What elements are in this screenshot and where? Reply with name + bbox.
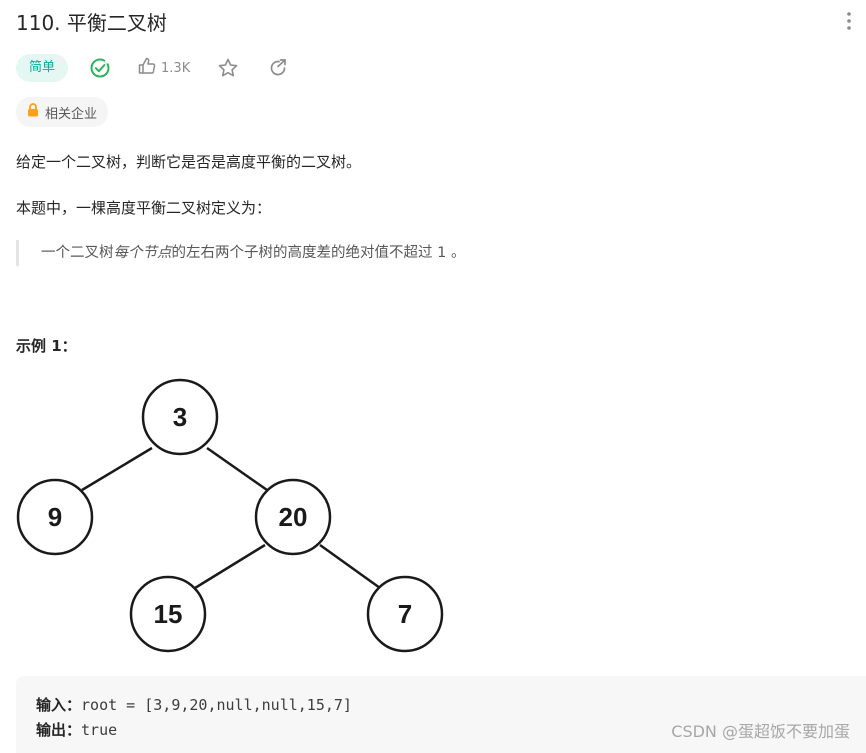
title-row: 110. 平衡二叉树	[16, 6, 866, 40]
star-icon[interactable]	[217, 57, 239, 79]
output-label: 输出：	[36, 721, 82, 739]
definition-quote: 一个二叉树每个节点的左右两个子树的高度差的绝对值不超过 1 。	[16, 240, 465, 266]
thumbs-up-icon	[137, 56, 157, 80]
watermark: CSDN @蛋超饭不要加蛋	[671, 722, 850, 741]
tree-node-label: 20	[279, 502, 308, 532]
description-paragraph-1: 给定一个二叉树，判断它是否是高度平衡的二叉树。	[16, 153, 362, 171]
output-line: 输出：true	[36, 719, 117, 741]
tree-node-circle-3	[141, 378, 219, 456]
company-tag[interactable]: 相关企业	[16, 97, 109, 127]
company-tag-label: 相关企业	[45, 106, 98, 122]
input-line: 输入：root = [3,9,20,null,null,15,7]	[36, 694, 352, 716]
tree-edge-3-20	[206, 446, 268, 492]
more-options-icon[interactable]	[838, 10, 860, 32]
share-icon[interactable]	[267, 57, 289, 79]
tree-node-circle-9	[16, 478, 94, 556]
meta-row: 简单 1.3K	[16, 52, 289, 84]
tree-node-circle-7	[366, 575, 444, 653]
tree-node-label: 9	[48, 502, 62, 532]
input-value: root = [3,9,20,null,null,15,7]	[81, 696, 352, 714]
quote-text-italic: 每个节点	[113, 245, 172, 261]
solved-check-icon	[89, 57, 111, 79]
output-value: true	[81, 721, 118, 739]
tree-edge-3-9	[81, 446, 153, 492]
tree-node-circle-15	[129, 575, 207, 653]
binary-tree-diagram: 3 9 20 15 7	[16, 378, 444, 653]
example-title: 示例 1：	[16, 337, 77, 355]
tag-row: 相关企业	[16, 97, 109, 127]
tree-node-circle-20	[254, 478, 332, 556]
tree-node-label: 15	[154, 599, 183, 629]
tree-edge-20-7	[319, 543, 381, 590]
like-button[interactable]: 1.3K	[137, 56, 190, 80]
example-code-block: 输入：root = [3,9,20,null,null,15,7] 输出：tru…	[16, 676, 866, 753]
quote-text-before: 一个二叉树	[41, 245, 114, 261]
lock-icon	[27, 103, 39, 121]
problem-title[interactable]: 110. 平衡二叉树	[16, 11, 167, 35]
difficulty-badge: 简单	[16, 54, 69, 82]
quote-text-after: 的左右两个子树的高度差的绝对值不超过 1 。	[171, 245, 466, 261]
tree-edge-20-15	[194, 543, 266, 590]
tree-node-label: 7	[398, 599, 412, 629]
input-label: 输入：	[36, 696, 82, 714]
description-paragraph-2: 本题中，一棵高度平衡二叉树定义为：	[16, 199, 272, 217]
tree-node-label: 3	[173, 402, 187, 432]
like-count: 1.3K	[161, 60, 191, 76]
